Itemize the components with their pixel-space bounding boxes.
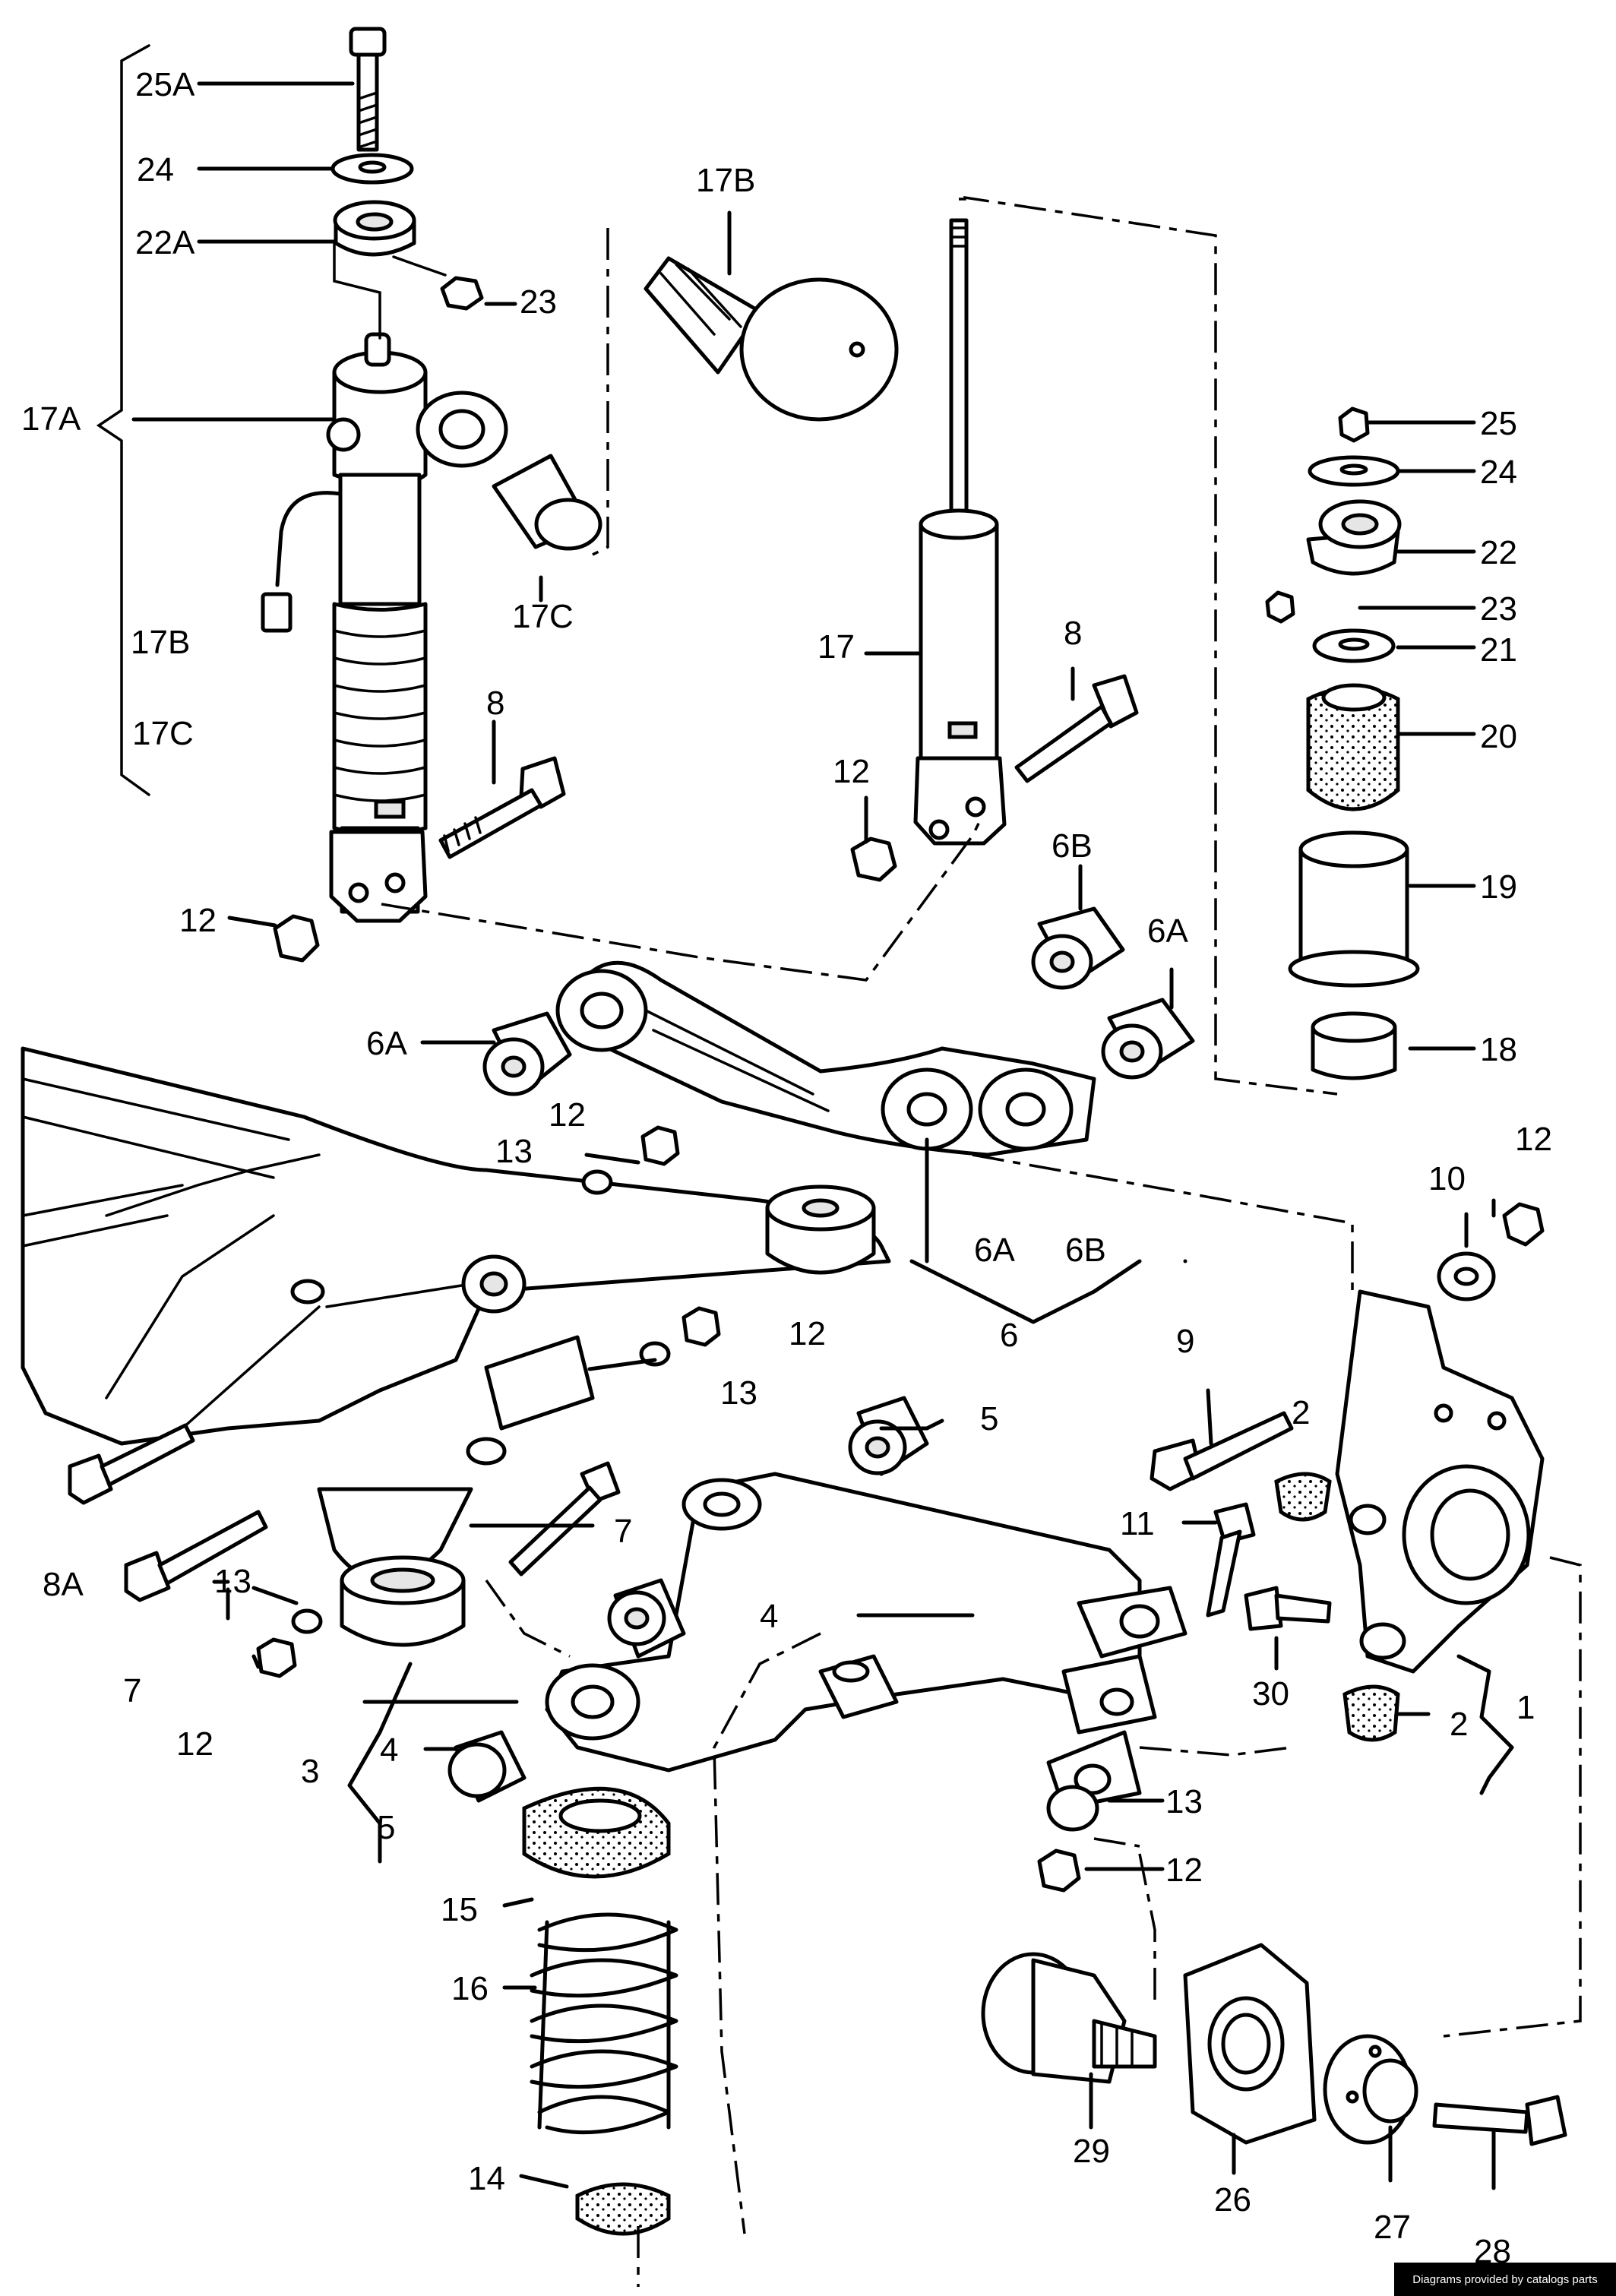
callout-5-top: 5 (980, 1400, 998, 1437)
callout-12-subframe: 12 (789, 1315, 826, 1352)
callout-17c-side: 17C (132, 715, 194, 752)
callout-6b-bottom: 6B (1065, 1232, 1106, 1269)
callout-29: 29 (1073, 2133, 1110, 2170)
callout-27: 27 (1374, 2209, 1411, 2246)
callout-6b-top: 6B (1052, 827, 1093, 865)
callout-24-left: 24 (137, 151, 174, 188)
callout-9: 9 (1176, 1323, 1194, 1360)
callout-21: 21 (1480, 631, 1517, 669)
callout-2-upper: 2 (1292, 1394, 1310, 1431)
callout-3: 3 (301, 1753, 319, 1790)
bushing-6b-top (1031, 906, 1125, 990)
callout-17b-top: 17B (696, 162, 755, 199)
credit-banner: Diagrams provided by catalogs parts (1394, 2263, 1616, 2296)
credit-text: Diagrams provided by catalogs parts (1412, 2272, 1598, 2286)
pin-17c (492, 454, 602, 551)
callout-12-right: 12 (1515, 1121, 1552, 1158)
wheel-hub-27 (1323, 2034, 1418, 2145)
callout-4-left: 4 (380, 1731, 398, 1769)
leader-lines (96, 44, 1514, 2190)
callout-17b-side: 17B (131, 624, 190, 661)
callout-6a-right: 6A (1147, 912, 1188, 950)
callout-17a: 17A (21, 400, 81, 438)
callout-7-lower: 7 (123, 1672, 141, 1709)
bolt-7-upper (508, 1461, 621, 1577)
callout-8a: 8A (43, 1566, 84, 1603)
ball-joint-17b (644, 256, 899, 422)
callout-12-mid: 12 (549, 1096, 586, 1134)
bushing-6a-right (1101, 998, 1195, 1080)
callout-6: 6 (1000, 1317, 1018, 1354)
callout-8-left: 8 (486, 685, 504, 722)
callout-17: 17 (817, 628, 855, 666)
callout-20: 20 (1480, 718, 1517, 755)
callout-7-upper: 7 (614, 1513, 632, 1550)
bolt-8a (68, 1423, 195, 1505)
lower-control-arm (545, 1472, 1187, 1811)
callout-17c: 17C (512, 598, 574, 635)
dash-dot-lines (381, 195, 1582, 2287)
bushing-6a-left (482, 1011, 572, 1096)
bolt-30 (1244, 1586, 1332, 1631)
callout-14: 14 (468, 2160, 505, 2197)
callout-25: 25 (1480, 405, 1517, 442)
shock-absorber-17 (913, 218, 1007, 846)
callout-5-left: 5 (377, 1809, 395, 1846)
bushing-4-top (607, 1578, 686, 1659)
wheel-bearing-26 (1183, 1943, 1317, 2145)
bushing-4-left (447, 1730, 527, 1803)
bolt-8-left (438, 756, 566, 859)
shock-assembly-17a (261, 27, 508, 923)
callout-12-bottom: 12 (1165, 1852, 1203, 1889)
upper-wishbone-6 (555, 960, 1096, 1157)
callout-10: 10 (1428, 1160, 1466, 1197)
callout-12-center: 12 (833, 753, 870, 790)
callout-25a: 25A (135, 66, 195, 103)
wheel-knuckle-1 (1335, 1289, 1545, 1674)
bolt-9 (1150, 1411, 1294, 1491)
callout-4-top: 4 (760, 1598, 778, 1635)
nut-10-washer (1437, 1202, 1545, 1301)
callout-labels: 25A 24 22A 23 17B 17A 17B 17C 17C 8 12 1… (21, 66, 1552, 2270)
callout-6a-left: 6A (366, 1025, 407, 1062)
driveshaft-joint-29 (981, 1952, 1157, 2084)
callout-12-lower-left: 12 (176, 1725, 213, 1763)
spring-stack-right (1265, 406, 1420, 1080)
ball-pin-2-lower (1342, 1684, 1400, 1742)
coil-spring-16 (530, 1912, 678, 2135)
callout-1: 1 (1516, 1689, 1535, 1726)
callout-23-left: 23 (520, 283, 557, 321)
callout-22: 22 (1480, 534, 1517, 571)
callout-19: 19 (1480, 868, 1517, 906)
bushing-5-top (848, 1396, 929, 1476)
callout-13-subframe: 13 (720, 1374, 757, 1412)
callout-24: 24 (1480, 454, 1517, 491)
callout-6a-bottom: 6A (974, 1232, 1015, 1269)
callout-13-left: 13 (214, 1563, 251, 1600)
callout-26: 26 (1214, 2181, 1251, 2219)
callout-12-left: 12 (179, 902, 217, 939)
hub-bolt-28 (1432, 2095, 1567, 2146)
callout-15: 15 (441, 1891, 478, 1928)
callout-16: 16 (451, 1970, 489, 2007)
callout-8-center: 8 (1064, 615, 1082, 652)
callout-18: 18 (1480, 1031, 1517, 1068)
bolt-8-center (1014, 674, 1139, 783)
callout-11: 11 (1120, 1505, 1155, 1542)
callout-23: 23 (1480, 590, 1517, 628)
nut-12-center (850, 836, 897, 882)
bolt-11 (1206, 1502, 1256, 1618)
spring-pad-15 (522, 1786, 671, 1879)
callout-22a: 22A (135, 224, 195, 261)
nut-12-left (273, 914, 320, 963)
callout-2-lower: 2 (1450, 1706, 1468, 1743)
spring-pad-14 (575, 2182, 671, 2236)
ball-pin-2-upper (1274, 1472, 1332, 1522)
top-mount-block (765, 1184, 876, 1275)
callout-30: 30 (1252, 1675, 1289, 1713)
callout-13-mid: 13 (495, 1133, 533, 1170)
callout-13-bottom: 13 (1165, 1783, 1203, 1820)
bolt-7-lower (124, 1510, 268, 1602)
